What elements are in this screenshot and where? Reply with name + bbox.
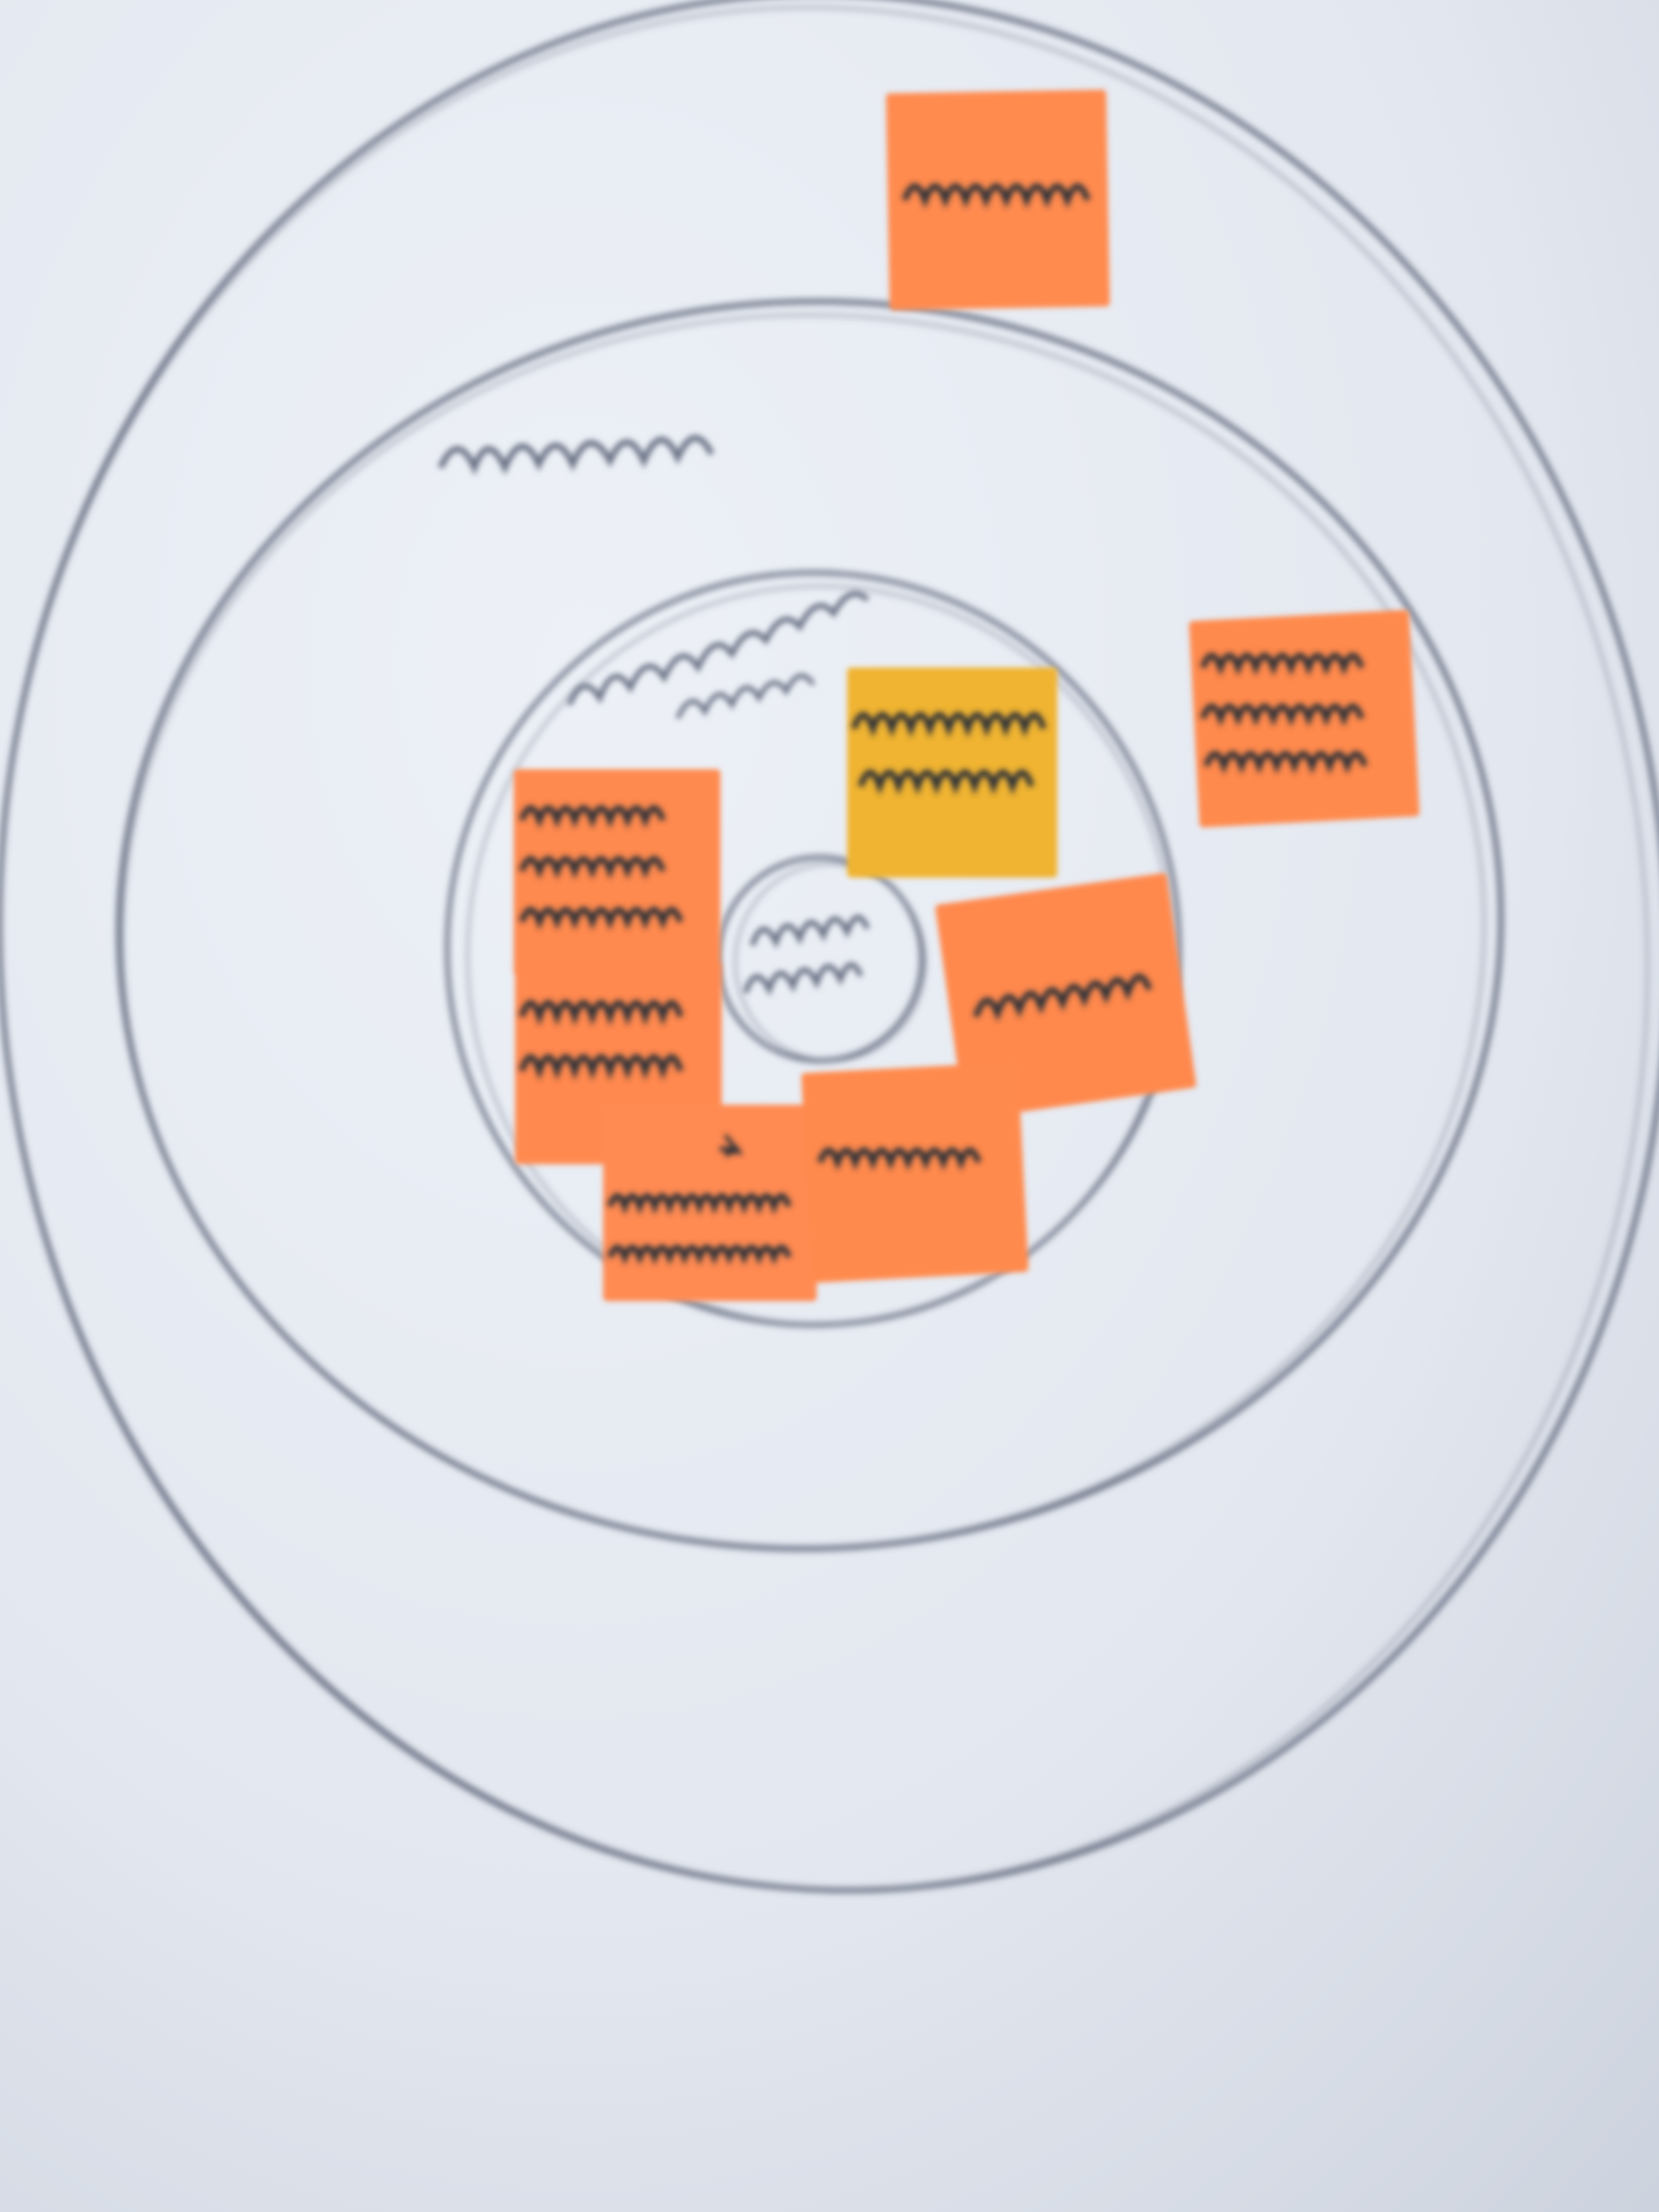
scribble-left-upper-3 bbox=[518, 907, 684, 930]
sticky-note-group bbox=[514, 89, 1420, 1301]
sticky-note-bottom-center[interactable] bbox=[801, 1062, 1029, 1283]
scribble-left-lower-2 bbox=[518, 1054, 684, 1081]
scribble-left-upper-1 bbox=[518, 805, 666, 829]
scribble-yellow-1 bbox=[851, 712, 1047, 738]
scribble-right-3 bbox=[1203, 751, 1368, 775]
scribble-top-right-1 bbox=[901, 183, 1091, 209]
scribble-bottom-left-star bbox=[719, 1134, 744, 1158]
ring-label-scribbles bbox=[437, 434, 870, 997]
sticky-note-top-right-outer[interactable] bbox=[886, 89, 1110, 310]
scribble-bottom-center-1 bbox=[817, 1147, 982, 1171]
core-ring-echo bbox=[734, 863, 926, 1062]
inner-ring-label-scribble-2 bbox=[675, 673, 815, 720]
scribble-left-upper-2 bbox=[518, 856, 666, 880]
inner-ring-label-scribble-1 bbox=[567, 591, 869, 706]
sticky-note-scribbles bbox=[518, 183, 1368, 1266]
scribble-right-1 bbox=[1200, 653, 1365, 676]
scribble-center-right-1 bbox=[972, 973, 1153, 1022]
scribble-left-lower-1 bbox=[518, 1000, 684, 1027]
scribble-yellow-2 bbox=[857, 769, 1035, 796]
core-label-scribble-2 bbox=[743, 962, 863, 997]
middle-ring-echo bbox=[121, 313, 1486, 1551]
scribble-bottom-left-1 bbox=[607, 1193, 792, 1216]
ring-group bbox=[0, 0, 1659, 1893]
sticky-note-left-upper[interactable] bbox=[514, 769, 720, 976]
middle-ring-label-scribble bbox=[437, 434, 715, 476]
core-label-scribble-1 bbox=[750, 914, 870, 949]
scribble-right-2 bbox=[1200, 703, 1365, 727]
outer-ring-echo bbox=[0, 5, 1649, 1892]
scribble-bottom-left-2 bbox=[607, 1244, 792, 1266]
